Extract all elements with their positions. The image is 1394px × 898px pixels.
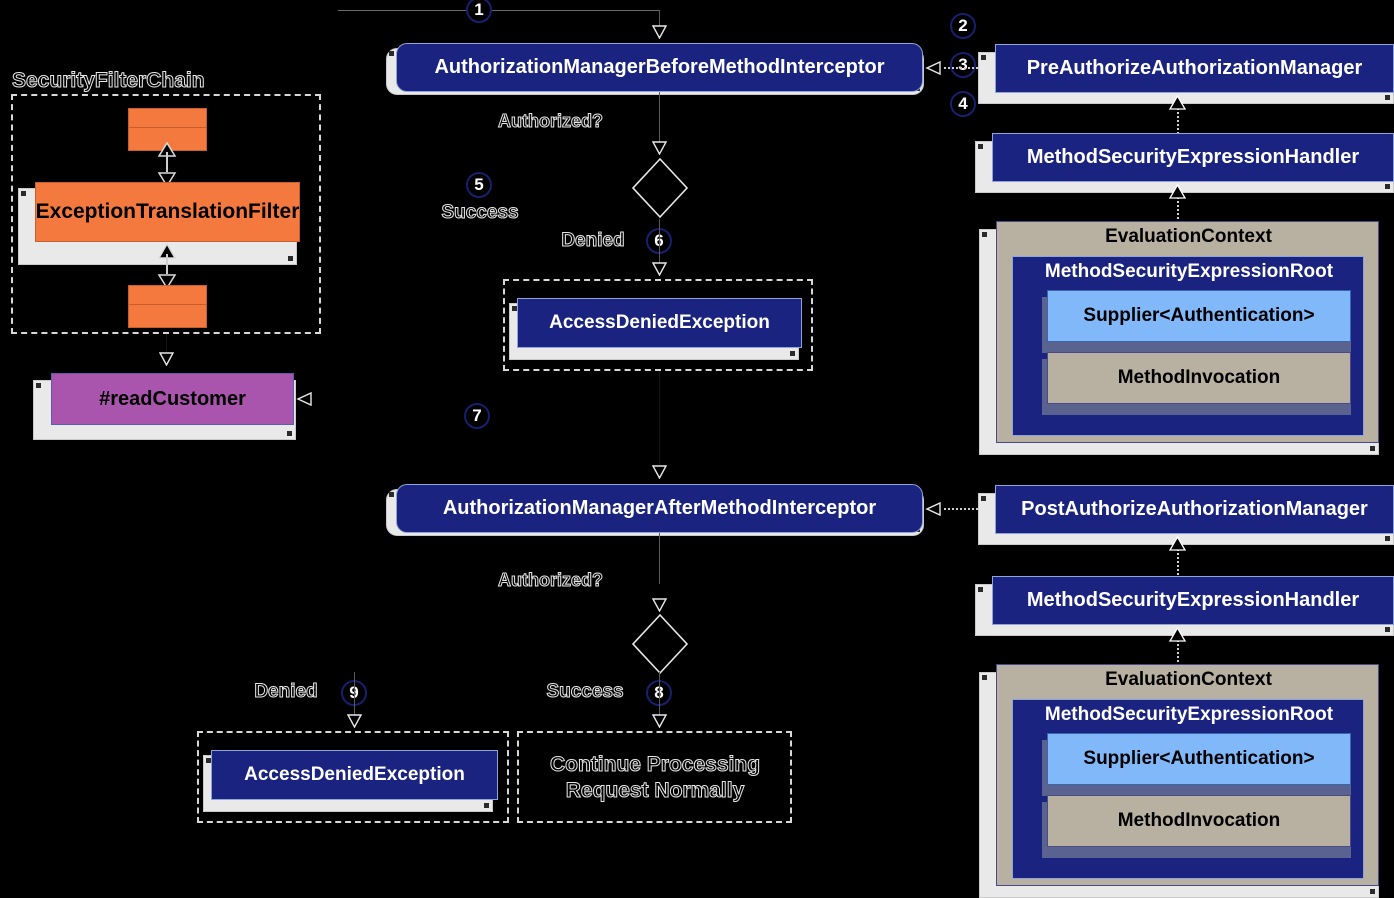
preauth-method-security-expression-root: MethodSecurityExpressionRoot Supplier<Au… <box>1012 256 1364 436</box>
postauth-method-security-expression-root: MethodSecurityExpressionRoot Supplier<Au… <box>1012 699 1364 879</box>
after-denied-label: Denied <box>254 680 318 702</box>
filter-link-arrow-top <box>155 141 179 192</box>
step-marker-1: 1 <box>466 0 492 23</box>
preauth-evaluation-context-title: EvaluationContext <box>1105 226 1272 247</box>
step-marker-2: 2 <box>950 13 976 39</box>
step-marker-3: 3 <box>950 52 976 78</box>
preauth-supplier-authentication: Supplier<Authentication> <box>1047 290 1351 342</box>
security-filter-chain-label: SecurityFilterChain <box>12 69 206 93</box>
before-denied-line <box>659 219 660 263</box>
after-method-interceptor: AuthorizationManagerAfterMethodIntercept… <box>396 484 923 533</box>
before-authorized-label: Authorized? <box>498 111 604 132</box>
entry-line-down <box>659 10 660 28</box>
before-denied-container <box>503 279 813 371</box>
arrowhead-into-read-customer-right <box>296 391 312 412</box>
preauth-method-security-expression-handler: MethodSecurityExpressionHandler <box>992 133 1394 182</box>
before-success-to-after-line <box>659 371 660 466</box>
preauth-context-link-arrowhead <box>1168 183 1187 204</box>
before-decision-diamond <box>630 157 690 224</box>
security-filter-chain-container <box>11 94 321 334</box>
before-denied-label: Denied <box>561 229 625 251</box>
after-interceptor-in-arrowhead <box>652 465 667 479</box>
before-interceptor-in-arrowhead <box>925 60 941 81</box>
after-denied-arrowhead <box>347 714 362 728</box>
postauth-method-invocation: MethodInvocation <box>1047 795 1351 847</box>
preauth-context-link-line <box>1177 197 1179 223</box>
before-success-label: Success <box>441 201 519 223</box>
filter-bar-below-2 <box>128 304 207 328</box>
chain-to-method-line <box>166 334 167 354</box>
before-to-preauthorize-connector <box>944 67 998 69</box>
after-success-label: Success <box>546 680 624 702</box>
before-decision-arrowhead <box>652 141 667 155</box>
postauth-evaluation-context-title: EvaluationContext <box>1105 669 1272 690</box>
after-denied-container <box>197 731 509 823</box>
after-authorized-label: Authorized? <box>498 570 604 591</box>
postauth-handler-link-arrowhead <box>1168 535 1187 556</box>
after-to-postauthorize-connector <box>944 508 998 510</box>
after-decision-arrowhead <box>652 598 667 612</box>
preauth-handler-link-line <box>1177 108 1179 138</box>
preauth-handler-link-arrowhead <box>1168 94 1187 115</box>
before-access-denied-exception: AccessDeniedException <box>517 298 802 348</box>
before-decision-line <box>659 92 660 143</box>
after-decision-diamond <box>630 613 690 680</box>
after-success-arrowhead <box>652 714 667 728</box>
after-decision-line <box>659 533 660 584</box>
postauth-evaluation-context: EvaluationContext MethodSecurityExpressi… <box>996 664 1379 886</box>
postauth-method-security-expression-handler: MethodSecurityExpressionHandler <box>992 576 1394 625</box>
after-success-line <box>659 672 660 716</box>
after-denied-line <box>354 672 355 716</box>
arrowhead-into-before-interceptor <box>652 25 667 39</box>
entry-line-left <box>338 10 468 11</box>
postauthorize-authorization-manager: PostAuthorizeAuthorizationManager <box>995 485 1394 534</box>
step-marker-4: 4 <box>950 91 976 117</box>
postauth-handler-link-line <box>1177 549 1179 579</box>
preauth-evaluation-context: EvaluationContext MethodSecurityExpressi… <box>996 221 1379 443</box>
preauth-expression-root-title: MethodSecurityExpressionRoot <box>1044 261 1334 282</box>
postauth-supplier-authentication: Supplier<Authentication> <box>1047 733 1351 785</box>
preauthorize-authorization-manager: PreAuthorizeAuthorizationManager <box>995 44 1394 93</box>
postauth-context-link-line <box>1177 640 1179 666</box>
postauth-context-link-arrowhead <box>1168 626 1187 647</box>
step-marker-7: 7 <box>464 403 490 429</box>
filter-link-arrow-bottom <box>155 242 179 294</box>
before-method-interceptor: AuthorizationManagerBeforeMethodIntercep… <box>396 43 923 92</box>
arrowhead-into-method <box>159 352 174 366</box>
continue-processing-container <box>517 731 792 823</box>
entry-line-right <box>492 10 660 11</box>
read-customer-node: #readCustomer <box>51 373 294 425</box>
preauth-method-invocation: MethodInvocation <box>1047 352 1351 404</box>
continue-processing-text: Continue Processing Request Normally <box>549 752 761 802</box>
after-access-denied-exception: AccessDeniedException <box>211 750 498 800</box>
after-interceptor-right-arrowhead <box>925 501 941 522</box>
exception-translation-filter: ExceptionTranslationFilter <box>35 182 300 242</box>
postauth-expression-root-title: MethodSecurityExpressionRoot <box>1044 704 1334 725</box>
step-marker-5: 5 <box>466 172 492 198</box>
before-denied-arrowhead <box>652 262 667 276</box>
